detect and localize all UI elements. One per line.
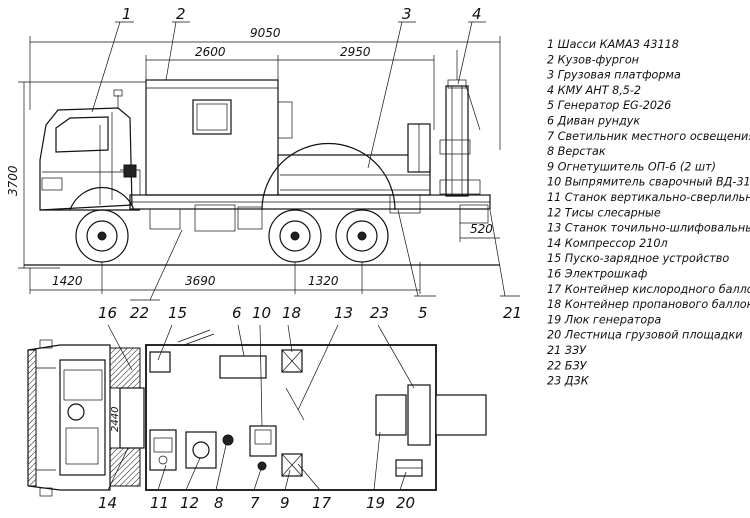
dimension-label: 2600 xyxy=(195,45,226,59)
callout-label: 13 xyxy=(334,304,353,322)
rear-wheel-1 xyxy=(268,209,322,263)
callout-label: 3 xyxy=(402,5,412,23)
callout-label: 23 xyxy=(370,304,389,322)
dimension-label: 1420 xyxy=(52,274,83,288)
callout-label: 14 xyxy=(98,494,117,512)
callout-label: 5 xyxy=(418,304,428,322)
legend-item: 11 Станок вертикально-сверлильный xyxy=(547,191,750,204)
legend-item: 16 Электрошкаф xyxy=(547,268,648,281)
callout-label: 9 xyxy=(280,494,290,512)
callout-label: 1 xyxy=(122,5,132,23)
legend-item: 4 КМУ АНТ 8,5-2 xyxy=(547,84,641,97)
legend-item: 20 Лестница грузовой площадки xyxy=(547,329,743,342)
callout-label: 2 xyxy=(176,5,186,23)
legend-item: 2 Кузов-фургон xyxy=(547,53,639,66)
callout-label: 16 xyxy=(98,304,117,322)
legend-item: 10 Выпрямитель сварочный ВД-313 xyxy=(547,176,750,189)
legend-item: 23 ДЗК xyxy=(547,375,590,388)
dimension-bottom: 1420 3690 1320 520 xyxy=(29,222,500,294)
legend-item: 7 Светильник местного освещения xyxy=(547,130,750,143)
front-wheel xyxy=(75,209,129,263)
legend-item: 3 Грузовая платформа xyxy=(547,69,681,82)
callout-label: 15 xyxy=(168,304,187,322)
truck-cab xyxy=(39,89,140,211)
legend-item: 22 БЗУ xyxy=(547,359,588,372)
dimension-label: 3700 xyxy=(6,165,20,196)
legend-item: 21 ЗЗУ xyxy=(547,344,587,357)
side-view: 9050 2600 2950 3700 xyxy=(6,5,522,322)
callout-label: 12 xyxy=(180,494,199,512)
cab-plan xyxy=(27,339,111,497)
dimension-label: 520 xyxy=(470,222,493,236)
dimension-label: 2950 xyxy=(340,45,371,59)
dimension-overall-height: 3700 xyxy=(6,81,150,269)
dimension-label: 1320 xyxy=(308,274,339,288)
legend-item: 13 Станок точильно-шлифовальный xyxy=(547,222,750,235)
legend-item: 15 Пуско-зарядное устройство xyxy=(547,252,729,265)
dimension-label: 3690 xyxy=(185,274,216,288)
rear-wheel-2 xyxy=(335,209,389,263)
callout-label: 21 xyxy=(503,304,522,322)
chassis-frame xyxy=(120,164,491,232)
dimension-body-platform: 2600 2950 xyxy=(145,45,435,130)
callout-label: 10 xyxy=(252,304,271,322)
cargo-platform xyxy=(277,123,431,196)
callout-label: 17 xyxy=(312,494,332,512)
legend-item: 18 Контейнер пропанового баллона xyxy=(547,298,750,311)
legend-item: 6 Диван рундук xyxy=(547,115,640,128)
callout-label: 20 xyxy=(396,494,415,512)
callout-label: 6 xyxy=(232,304,242,322)
callout-label: 7 xyxy=(250,494,260,512)
legend-item: 17 Контейнер кислородного баллона xyxy=(547,283,750,296)
dimension-label: 2440 xyxy=(110,407,121,432)
crane-kmu xyxy=(439,50,481,197)
legend-item: 9 Огнетушитель ОП-6 (2 шт) xyxy=(547,160,716,173)
callout-label: 4 xyxy=(472,5,482,23)
callout-label: 11 xyxy=(150,494,169,512)
van-interior-plan xyxy=(145,329,487,491)
dimension-label: 9050 xyxy=(250,26,281,40)
legend-item: 19 Люк генератора xyxy=(547,313,661,326)
callout-label: 18 xyxy=(282,304,301,322)
dimension-overall-length: 9050 xyxy=(29,26,501,150)
legend-item: 12 Тисы слесарные xyxy=(547,206,661,219)
callout-label: 19 xyxy=(366,494,385,512)
legend-item: 8 Верстак xyxy=(547,145,606,158)
legend: 1 Шасси КАМАЗ 43118 2 Кузов-фургон 3 Грузо… xyxy=(547,38,750,388)
callout-label: 22 xyxy=(130,304,149,322)
callout-label: 8 xyxy=(214,494,224,512)
legend-item: 5 Генератор EG-2026 xyxy=(547,99,671,112)
legend-item: 14 Компрессор 210л xyxy=(547,237,668,250)
legend-item: 1 Шасси КАМАЗ 43118 xyxy=(547,38,679,51)
plan-view: 2440 xyxy=(27,304,487,512)
